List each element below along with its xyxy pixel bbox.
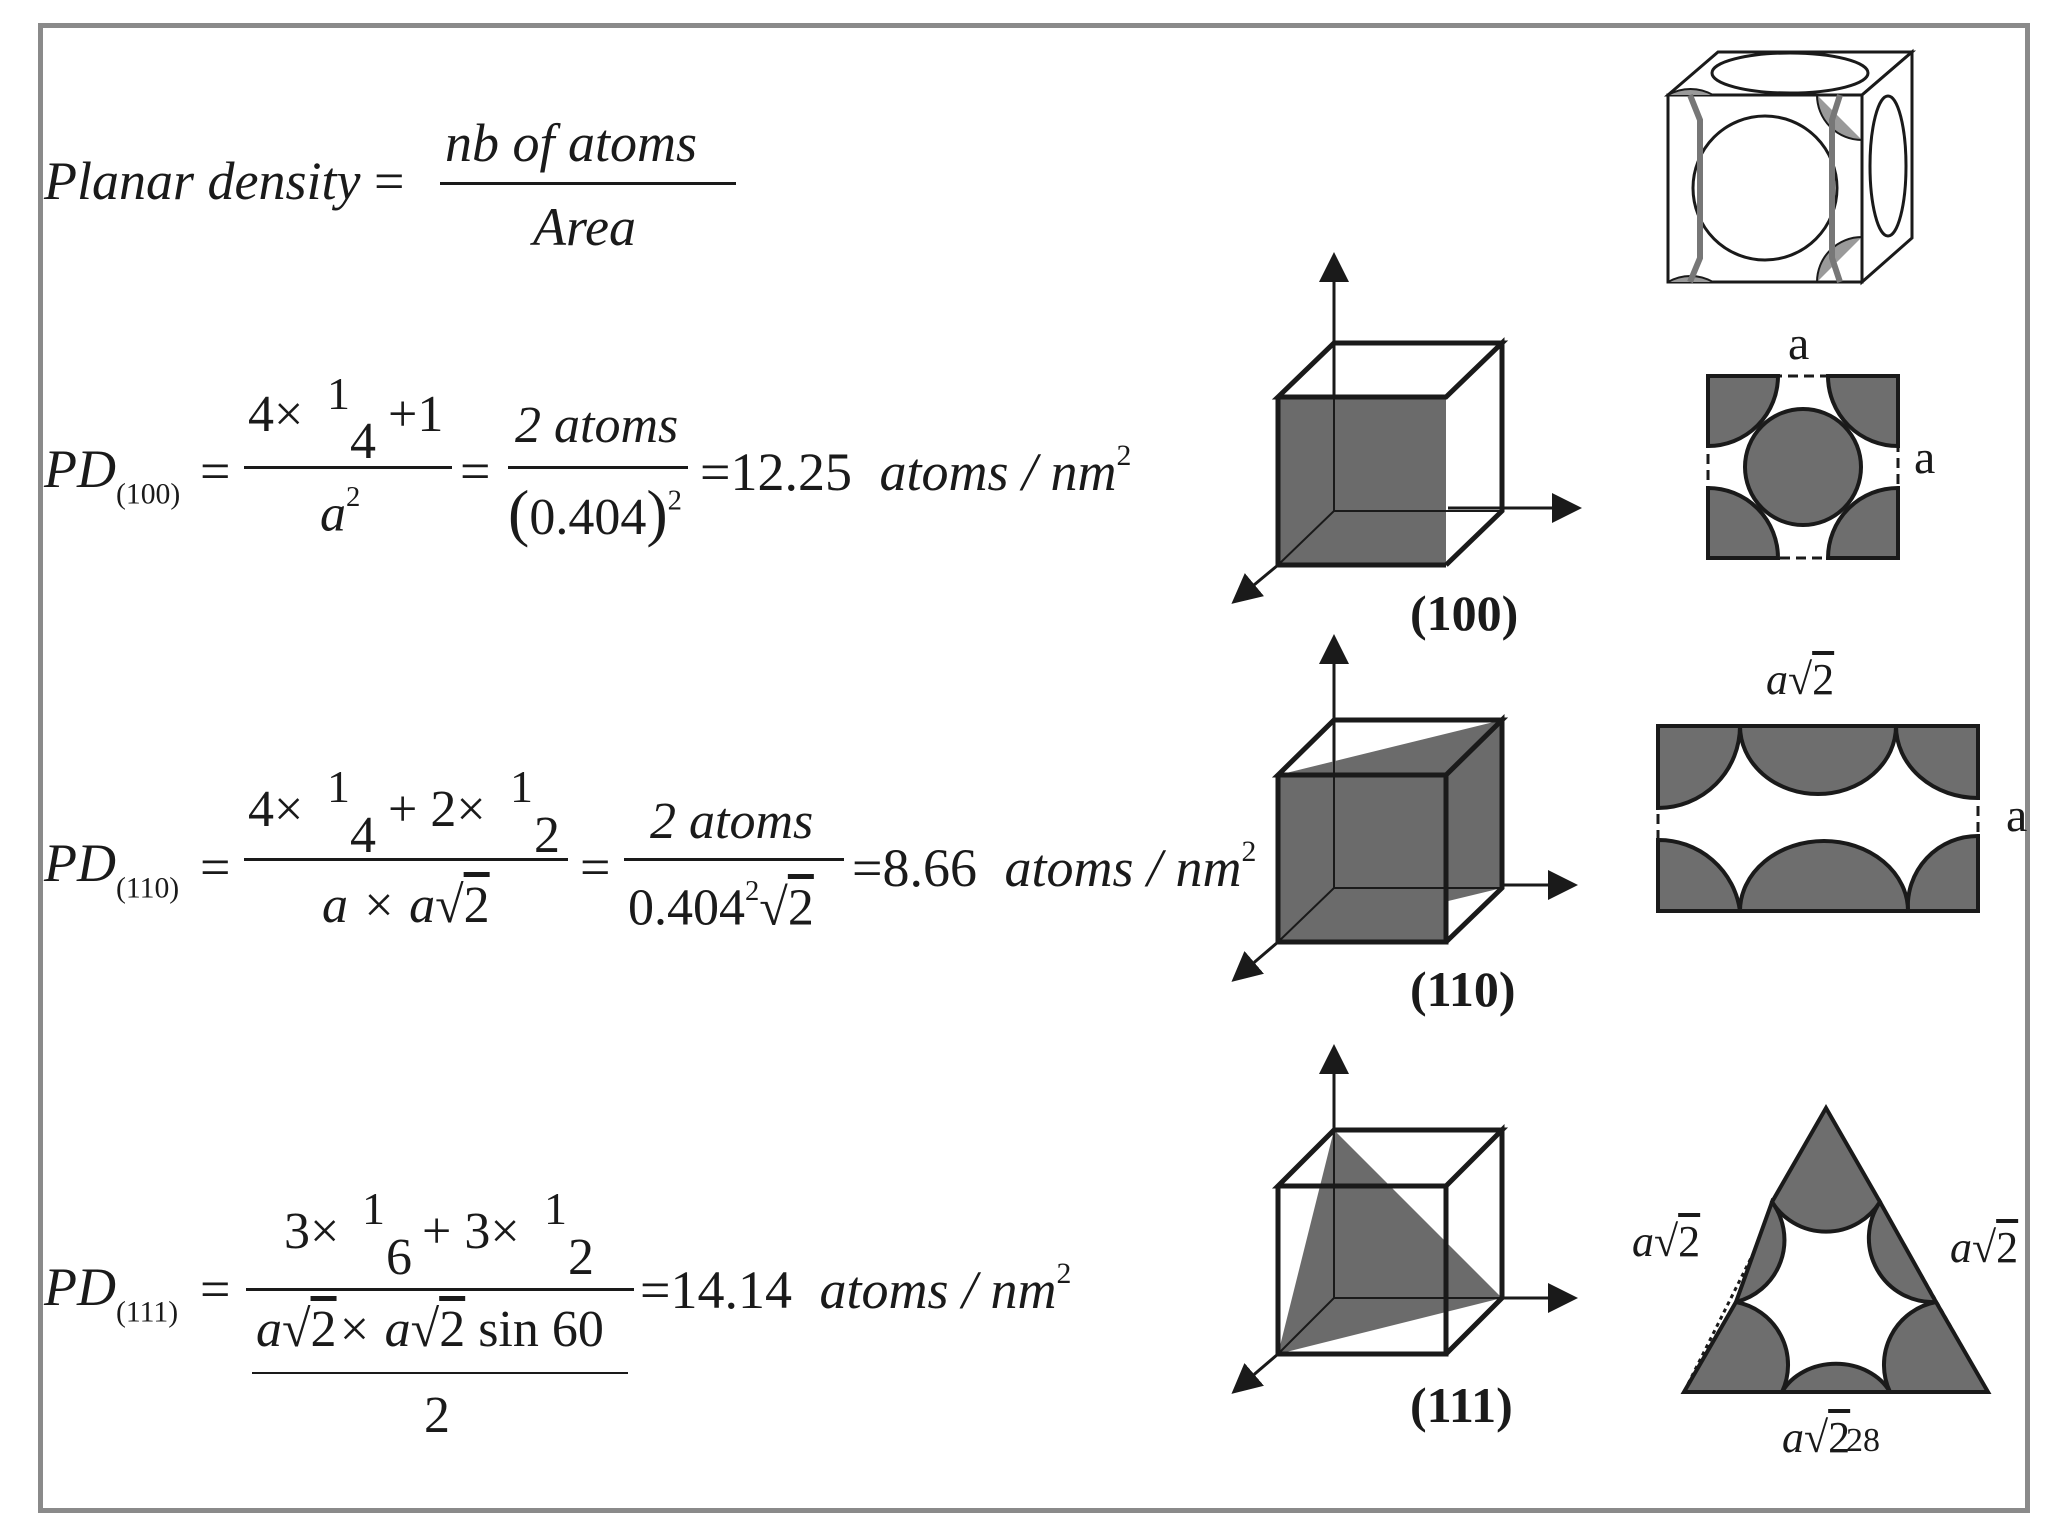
pd111-frac2-num: 1 bbox=[544, 1183, 567, 1234]
planar-density-denominator: Area bbox=[533, 197, 636, 257]
page-number: 28 bbox=[1846, 1422, 1880, 1459]
pd100-numerator2: 2 atoms bbox=[515, 397, 679, 454]
pd110-frac2-num: 1 bbox=[510, 761, 533, 812]
dim-110-top: a√2 bbox=[1766, 655, 1835, 704]
plane-111-atoms bbox=[1680, 1103, 1992, 1394]
pd111-eq1: = bbox=[200, 1259, 231, 1319]
pd110-num-a: 4× bbox=[248, 781, 304, 838]
pd110-num-b: + 2× bbox=[388, 781, 486, 838]
pd100-denominator2: (0.404)2 bbox=[508, 477, 682, 548]
planar-density-numerator: nb of atoms bbox=[445, 113, 698, 173]
dim-110-side: a bbox=[2006, 789, 2028, 842]
pd100-label: PD(100) bbox=[44, 439, 181, 511]
pd110-bar1 bbox=[244, 858, 568, 861]
pd100-denominator: a2 bbox=[320, 482, 361, 543]
pd110-frac1-den: 4 bbox=[350, 807, 376, 864]
pd111-den-under: 2 bbox=[424, 1387, 450, 1444]
plane-110-label: (110) bbox=[1410, 961, 1516, 1017]
pd111-result: =14.14 atoms / nm2 bbox=[640, 1258, 1072, 1321]
pd100-bar2 bbox=[508, 466, 688, 469]
dim-100-side: a bbox=[1914, 431, 1936, 484]
pd110-frac1-num: 1 bbox=[327, 761, 350, 812]
cube-100 bbox=[1231, 252, 1582, 604]
cube-110 bbox=[1231, 634, 1578, 982]
pd100-bar1 bbox=[244, 466, 452, 469]
pd110-denominator2: 0.4042√2 bbox=[628, 876, 814, 937]
cube-111 bbox=[1231, 1044, 1578, 1394]
plane-111-label: (111) bbox=[1410, 1377, 1513, 1433]
pd111-bar1 bbox=[246, 1288, 634, 1291]
dim-111-right: a√2 bbox=[1950, 1223, 2019, 1272]
pd110-eq2: = bbox=[580, 837, 611, 897]
pd111-bar2 bbox=[252, 1372, 628, 1374]
slide-frame bbox=[38, 23, 2030, 1513]
dim-100-top: a bbox=[1788, 317, 1810, 370]
pd110-result: =8.66 atoms / nm2 bbox=[852, 836, 1257, 899]
pd110-numerator2: 2 atoms bbox=[650, 793, 814, 850]
pd110-frac2-den: 2 bbox=[534, 807, 560, 864]
plane-100-label: (100) bbox=[1410, 585, 1519, 641]
pd110-bar2 bbox=[624, 858, 844, 861]
pd110-label: PD(110) bbox=[44, 833, 180, 905]
planar-density-fraction-bar bbox=[440, 182, 736, 185]
pd100-eq1: = bbox=[200, 441, 231, 501]
dim-111-bottom: a√2 bbox=[1782, 1413, 1851, 1462]
pd100-frac-den: 4 bbox=[350, 413, 376, 470]
pd111-num-a: 3× bbox=[284, 1203, 340, 1260]
pd100-result: =12.25 atoms / nm2 bbox=[700, 440, 1132, 503]
pd110-eq1: = bbox=[200, 837, 231, 897]
pd111-denominator: a√2× a√2 sin 60 bbox=[256, 1301, 604, 1358]
plane-110-atoms bbox=[1656, 724, 1980, 913]
pd111-frac2-den: 2 bbox=[568, 1229, 594, 1286]
fcc-unit-cell bbox=[1663, 48, 1917, 286]
pd100-eq2: = bbox=[460, 441, 491, 501]
pd100-num-b: +1 bbox=[388, 386, 444, 443]
pd111-label: PD(111) bbox=[44, 1257, 179, 1329]
dim-111-left: a√2 bbox=[1632, 1217, 1701, 1266]
plane-100-atoms bbox=[1706, 374, 1900, 560]
pd111-num-b: + 3× bbox=[422, 1203, 520, 1260]
pd111-frac1-num: 1 bbox=[362, 1183, 385, 1234]
pd110-denominator: a × a√2 bbox=[322, 877, 490, 934]
pd100-frac-num: 1 bbox=[327, 368, 350, 419]
planar-density-lhs: Planar density = bbox=[44, 151, 405, 211]
pd111-frac1-den: 6 bbox=[386, 1229, 412, 1286]
pd100-numerator: 4× bbox=[248, 386, 304, 443]
